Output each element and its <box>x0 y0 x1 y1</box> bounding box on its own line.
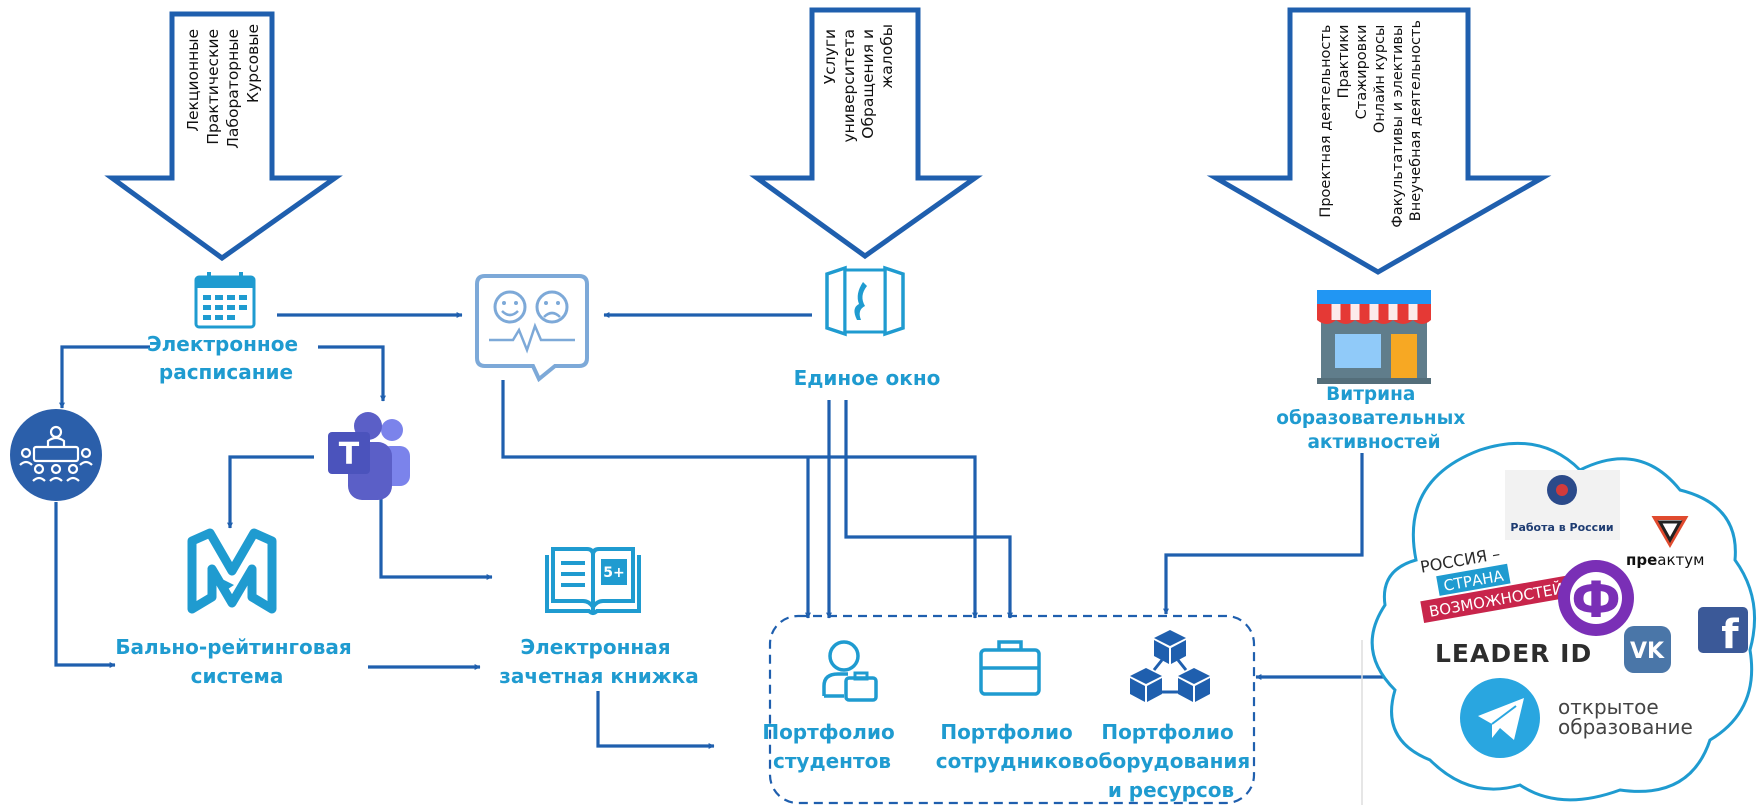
rabota-v-rossii-logo: Работа в России <box>1505 470 1620 540</box>
arrow-right-line-4: Онлайн курсы <box>1372 25 1388 134</box>
edge-teams-to-gradebook <box>379 498 493 580</box>
arrow-right: Проектная деятельность Практики Стажиров… <box>1206 7 1552 275</box>
preaktum-logo: преактум <box>1626 516 1704 569</box>
facebook-icon: f <box>1698 607 1748 658</box>
arrow-right-line-2: Практики <box>1336 25 1352 99</box>
arrow-middle-line-3: Обращения и <box>859 29 877 139</box>
arrow-left: Лекционные Практические Лабораторные Кур… <box>104 11 343 262</box>
svg-text:Электронное расписание: Электронное расписание <box>147 332 305 384</box>
gradebook-label-1: Электронная <box>520 635 670 659</box>
telegram-icon <box>1460 678 1540 758</box>
svg-text:Портфолио сотрудников: Портфолио сотрудников <box>936 720 1085 773</box>
arrow-right-line-5: Факультативы и элективы <box>1390 25 1406 228</box>
portfolio-students-label-2: студентов <box>773 749 891 773</box>
svg-text:Витрина образовательных: Витрина образовательных активностей <box>1276 384 1471 453</box>
arrow-left-line-4: Курсовые <box>244 24 262 103</box>
arrow-right-line-6: Внеучебная деятельность <box>1408 20 1424 221</box>
arrow-middle: Услуги университета Обращения и жалобы <box>749 7 983 260</box>
portfolio-staff-label-2: сотрудников <box>936 749 1085 773</box>
arrow-left-line-2: Практические <box>204 29 222 145</box>
conference-icon <box>10 409 102 501</box>
svg-text:Услуги университета: Услуги университета Обращения и жалобы <box>821 24 896 143</box>
arrow-middle-line-4: жалобы <box>878 24 896 89</box>
arrow-middle-line-1: Услуги <box>821 29 839 84</box>
showcase-label-2: образовательных <box>1276 408 1465 429</box>
edge-gradebook-to-portfolio <box>596 691 715 749</box>
student-portfolio-icon <box>822 640 878 702</box>
leader-id-logo: LEADER ID <box>1435 639 1592 668</box>
edge-schedule-to-conference <box>59 345 150 409</box>
gradebook-label-2: зачетная книжка <box>499 664 699 688</box>
open-education-logo: открытое образование <box>1558 695 1693 739</box>
single-window-label: Единое окно <box>794 366 941 390</box>
showcase-label-1: Витрина <box>1326 384 1415 405</box>
edge-window-to-staff <box>844 400 1013 619</box>
edge-conference-to-rating <box>54 502 116 668</box>
teams-letter: T <box>339 437 360 472</box>
rating-label-2: система <box>191 664 284 688</box>
teams-icon: T <box>328 412 410 500</box>
schedule-label-1: Электронное <box>147 332 298 356</box>
svg-text:Лекционные Практические: Лекционные Практические Лабораторные Кур… <box>184 24 262 149</box>
arrow-left-line-1: Лекционные <box>184 29 202 132</box>
rating-label-1: Бально-рейтинговая <box>115 635 351 659</box>
edge-schedule-to-teams <box>318 345 386 402</box>
arrow-middle-line-2: университета <box>840 29 858 143</box>
portfolio-container <box>768 614 1256 805</box>
briefcase-icon <box>979 640 1041 696</box>
svg-text:Бально-рейтинговая система: Бально-рейтинговая система <box>115 635 358 688</box>
showcase-label-3: активностей <box>1307 432 1440 453</box>
gradebook-icon: 5+ <box>545 547 641 615</box>
fond-letter: Ф <box>1571 571 1621 629</box>
cubes-icon <box>1130 630 1210 702</box>
open-edu-line-1: открытое <box>1558 695 1659 719</box>
portfolio-equipment-label-2: оборудования <box>1085 749 1251 773</box>
svg-text:Портфолио оборудования: Портфолио оборудования и ресурсов <box>1085 720 1258 802</box>
vk-letters: VK <box>1630 639 1665 664</box>
portfolio-equipment-label-1: Портфолио <box>1101 720 1233 744</box>
svg-text:Портфолио студентов: Портфолио студентов <box>762 720 901 773</box>
edge-feedback-to-staff <box>501 380 978 619</box>
portfolio-staff-label-1: Портфолио <box>940 720 1072 744</box>
preaktum-text-b: актум <box>1657 551 1704 569</box>
single-window-icon <box>825 265 905 337</box>
edge-teams-to-rating <box>227 455 314 529</box>
svg-text:Электронная зачетная книжк: Электронная зачетная книжка <box>499 635 699 688</box>
shop-icon <box>1317 290 1431 384</box>
svg-text:преактум: преактум <box>1626 551 1704 569</box>
vk-icon: VK <box>1624 626 1671 673</box>
portfolio-students-label-1: Портфолио <box>762 720 894 744</box>
calendar-icon <box>194 272 256 329</box>
fond-logo: Ф <box>1558 560 1634 636</box>
facebook-letter: f <box>1721 612 1739 658</box>
connectors <box>54 312 1392 749</box>
edge-showcase-to-equipment <box>1163 453 1364 615</box>
rabota-text: Работа в России <box>1510 521 1613 534</box>
arrow-left-line-3: Лабораторные <box>224 29 242 149</box>
svg-text:Проектная деятельность П: Проектная деятельность Практики Стажиров… <box>1318 20 1424 228</box>
schedule-label-2: расписание <box>159 360 293 384</box>
feedback-icon <box>475 274 589 383</box>
preaktum-text-a: пре <box>1626 551 1657 569</box>
open-edu-line-2: образование <box>1558 715 1693 739</box>
arrow-right-line-3: Стажировки <box>1354 25 1370 120</box>
rating-system-logo <box>187 528 277 614</box>
portfolio-equipment-label-3: и ресурсов <box>1108 778 1234 802</box>
arrow-right-line-1: Проектная деятельность <box>1318 25 1334 218</box>
gradebook-mark: 5+ <box>603 565 624 581</box>
